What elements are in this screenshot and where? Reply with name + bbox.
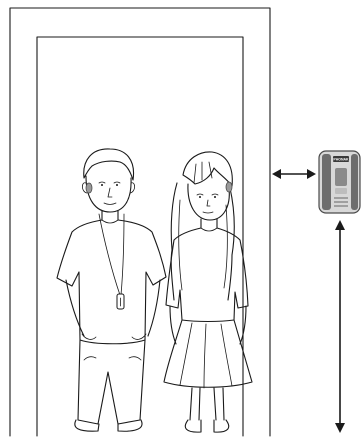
hearing-aid-icon [86, 183, 92, 193]
boy-figure [57, 149, 166, 431]
device-panel-icon [335, 168, 347, 186]
wall-mounted-speaker-device: PHONAK [319, 151, 360, 213]
door-frame [10, 8, 270, 436]
horizontal-distance-arrow [272, 169, 316, 179]
vertical-height-arrow [335, 220, 345, 433]
device-brand-label: PHONAK [333, 158, 349, 162]
hearing-aid-icon [226, 182, 232, 192]
girl-figure [164, 152, 252, 432]
